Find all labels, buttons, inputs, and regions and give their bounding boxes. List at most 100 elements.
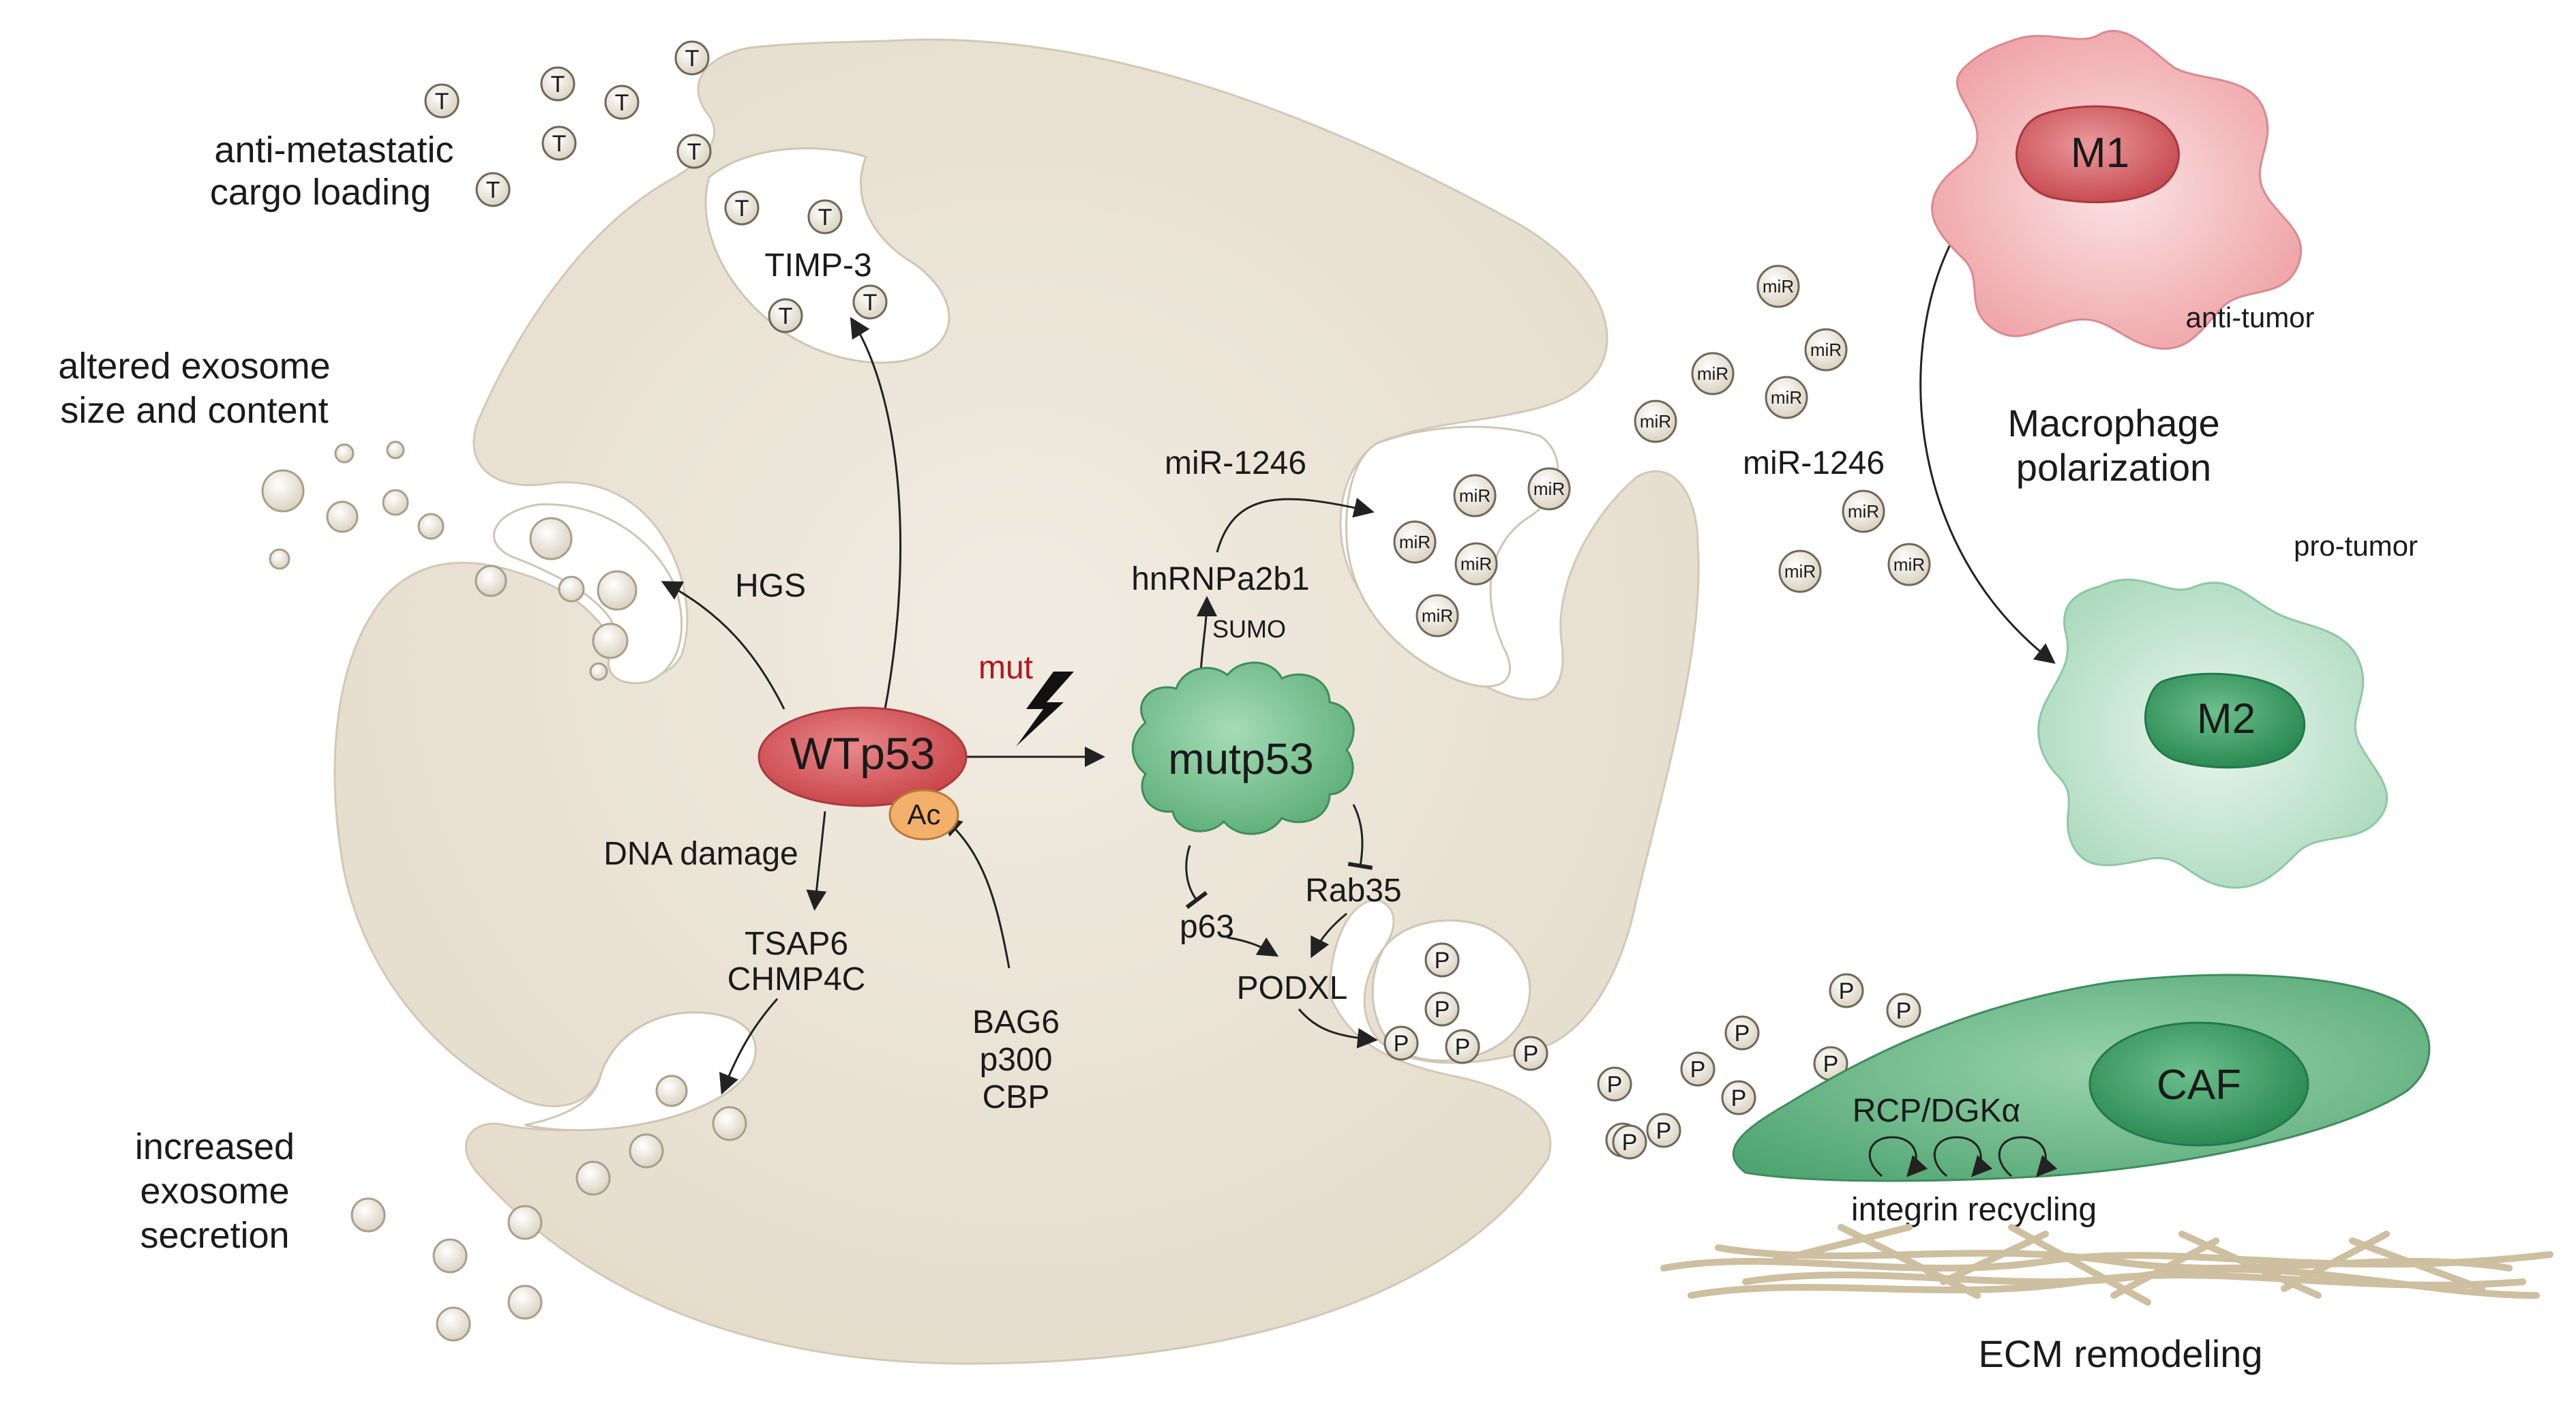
podxl-vesicle-tag: P [1435, 997, 1450, 1023]
mir-vesicle-tag: miR [1422, 605, 1453, 626]
mutp53-label: mutp53 [1168, 734, 1313, 783]
podxl-vesicle [1513, 1036, 1548, 1071]
mir-vesicle-tag: miR [1848, 501, 1879, 522]
recycling-loops [1868, 1136, 2058, 1177]
mir-vesicle-tag: miR [1640, 411, 1671, 432]
podxl-vesicle [1597, 1066, 1632, 1102]
cbp-label: CBP [983, 1079, 1050, 1115]
cell-body [333, 38, 1700, 1365]
mir-vesicle [1765, 376, 1808, 419]
mir-vesicle-tag: miR [1459, 485, 1491, 506]
timp3-vesicle [540, 66, 575, 102]
podxl-vesicle-tag: P [1823, 1051, 1839, 1077]
podxl-vesicle-tag: P [1896, 998, 1912, 1024]
podxl-vesicle-tag: P [1731, 1085, 1747, 1111]
mir-vesicle [1842, 490, 1885, 533]
pro-tumor-label: pro-tumor [2294, 530, 2418, 562]
podxl-vesicle-tag: P [1656, 1118, 1672, 1144]
mir1246-outer-label: miR-1246 [1743, 445, 1885, 481]
timp3-vesicle [475, 172, 511, 207]
mir-vesicle [1453, 474, 1497, 517]
mir-vesicle-tag: miR [1533, 479, 1565, 499]
p63-label: p63 [1180, 909, 1234, 945]
mir-vesicle-tag: miR [1771, 387, 1802, 408]
timp3-vesicle-tag: T [687, 139, 702, 165]
hgs-label: HGS [735, 568, 806, 604]
timp3-label: TIMP-3 [764, 247, 871, 284]
increased-label-3: secretion [140, 1215, 289, 1256]
m1-label: M1 [2071, 130, 2129, 177]
timp3-vesicle-tag: T [552, 131, 567, 157]
timp3-vesicle-tag: T [818, 205, 833, 230]
timp3-vesicle-tag: T [551, 72, 565, 97]
mir-vesicle-tag: miR [1810, 340, 1842, 360]
timp3-vesicles: T T T T T T T T T T T [424, 40, 888, 333]
timp3-vesicle-tag: T [863, 290, 878, 316]
mir-vesicle [1804, 328, 1848, 372]
podxl-vesicle-tag: P [1735, 1021, 1750, 1047]
anti-metastatic-label-1: anti-metastatic [214, 130, 453, 170]
altered-label-2: size and content [60, 390, 328, 431]
increased-label-1: increased [135, 1126, 295, 1167]
timp3-vesicle [541, 125, 577, 161]
podxl-vesicle-tag: P [1607, 1072, 1623, 1098]
podxl-vesicle-tag: P [1523, 1041, 1539, 1067]
tsap6-label: TSAP6 [745, 926, 848, 962]
timp3-vesicle-tag: T [615, 90, 629, 116]
mir-vesicle [1778, 550, 1822, 593]
mir-vesicle [1416, 594, 1459, 637]
timp3-vesicle [424, 83, 460, 119]
timp3-vesicle-tag: T [486, 177, 500, 203]
timp3-vesicle-tag: T [685, 46, 700, 72]
timp3-vesicle [768, 298, 803, 333]
wtp53-label: WTp53 [790, 728, 935, 779]
podxl-vesicle [1424, 991, 1460, 1027]
mir-vesicle [1887, 543, 1931, 586]
mir-vesicle [1634, 400, 1677, 443]
caf-nucleus [2088, 1021, 2309, 1147]
m1-nucleus [2015, 105, 2180, 204]
p300-label: p300 [980, 1042, 1053, 1078]
podxl-vesicle-tag: P [1394, 1031, 1409, 1057]
integrin-label: integrin recycling [1851, 1192, 2097, 1228]
empty-vesicles [261, 440, 747, 1342]
mir-vesicle-tag: miR [1893, 554, 1925, 575]
mutp53-protein [1131, 661, 1355, 835]
rab35-label: Rab35 [1305, 873, 1401, 909]
rcp-dgk-label: RCP/DGKα [1853, 1093, 2020, 1129]
mir-vesicle-tag: miR [1784, 561, 1816, 582]
macrophage-label-1: Macrophage [2007, 402, 2219, 445]
podxl-vesicle [1646, 1113, 1681, 1148]
hnrnpa2b1-label: hnRNPa2b1 [1131, 561, 1310, 597]
podxl-vesicle-tag: P [1690, 1057, 1706, 1083]
chmp4c-label: CHMP4C [728, 961, 866, 997]
acetyl-label: Ac [907, 798, 940, 830]
timp3-vesicle-tag: T [735, 196, 749, 222]
ecm-fibers [1660, 1224, 2553, 1306]
podxl-vesicle-tag: P [1622, 1130, 1638, 1156]
timp3-vesicle-tag: T [435, 89, 449, 115]
mir-vesicle [1454, 542, 1498, 586]
lightning-bolt-icon [1016, 672, 1074, 747]
podxl-vesicle [1721, 1080, 1756, 1115]
anti-tumor-label: anti-tumor [2185, 301, 2314, 333]
increased-label-2: exosome [140, 1171, 289, 1212]
pocket-podxl [1371, 919, 1531, 1062]
mir-vesicle [1691, 352, 1735, 395]
mir-vesicle [1393, 520, 1437, 564]
podxl-vesicle [1383, 1025, 1419, 1061]
podxl-vesicle-tag: P [1839, 978, 1855, 1004]
mir-vesicle-tag: miR [1697, 363, 1728, 384]
timp3-vesicle [674, 40, 710, 76]
timp3-vesicle [852, 284, 888, 320]
podxl-vesicle-tag: P [1435, 948, 1450, 974]
podxl-vesicle [1829, 973, 1864, 1008]
podxl-vesicle-tag: P [1455, 1034, 1471, 1060]
timp3-vesicle-tag: T [779, 303, 793, 329]
wtp53-protein [758, 706, 968, 807]
m2-label: M2 [2197, 695, 2256, 742]
dna-damage-label: DNA damage [603, 836, 798, 872]
mir-vesicle-tag: miR [1763, 276, 1794, 297]
